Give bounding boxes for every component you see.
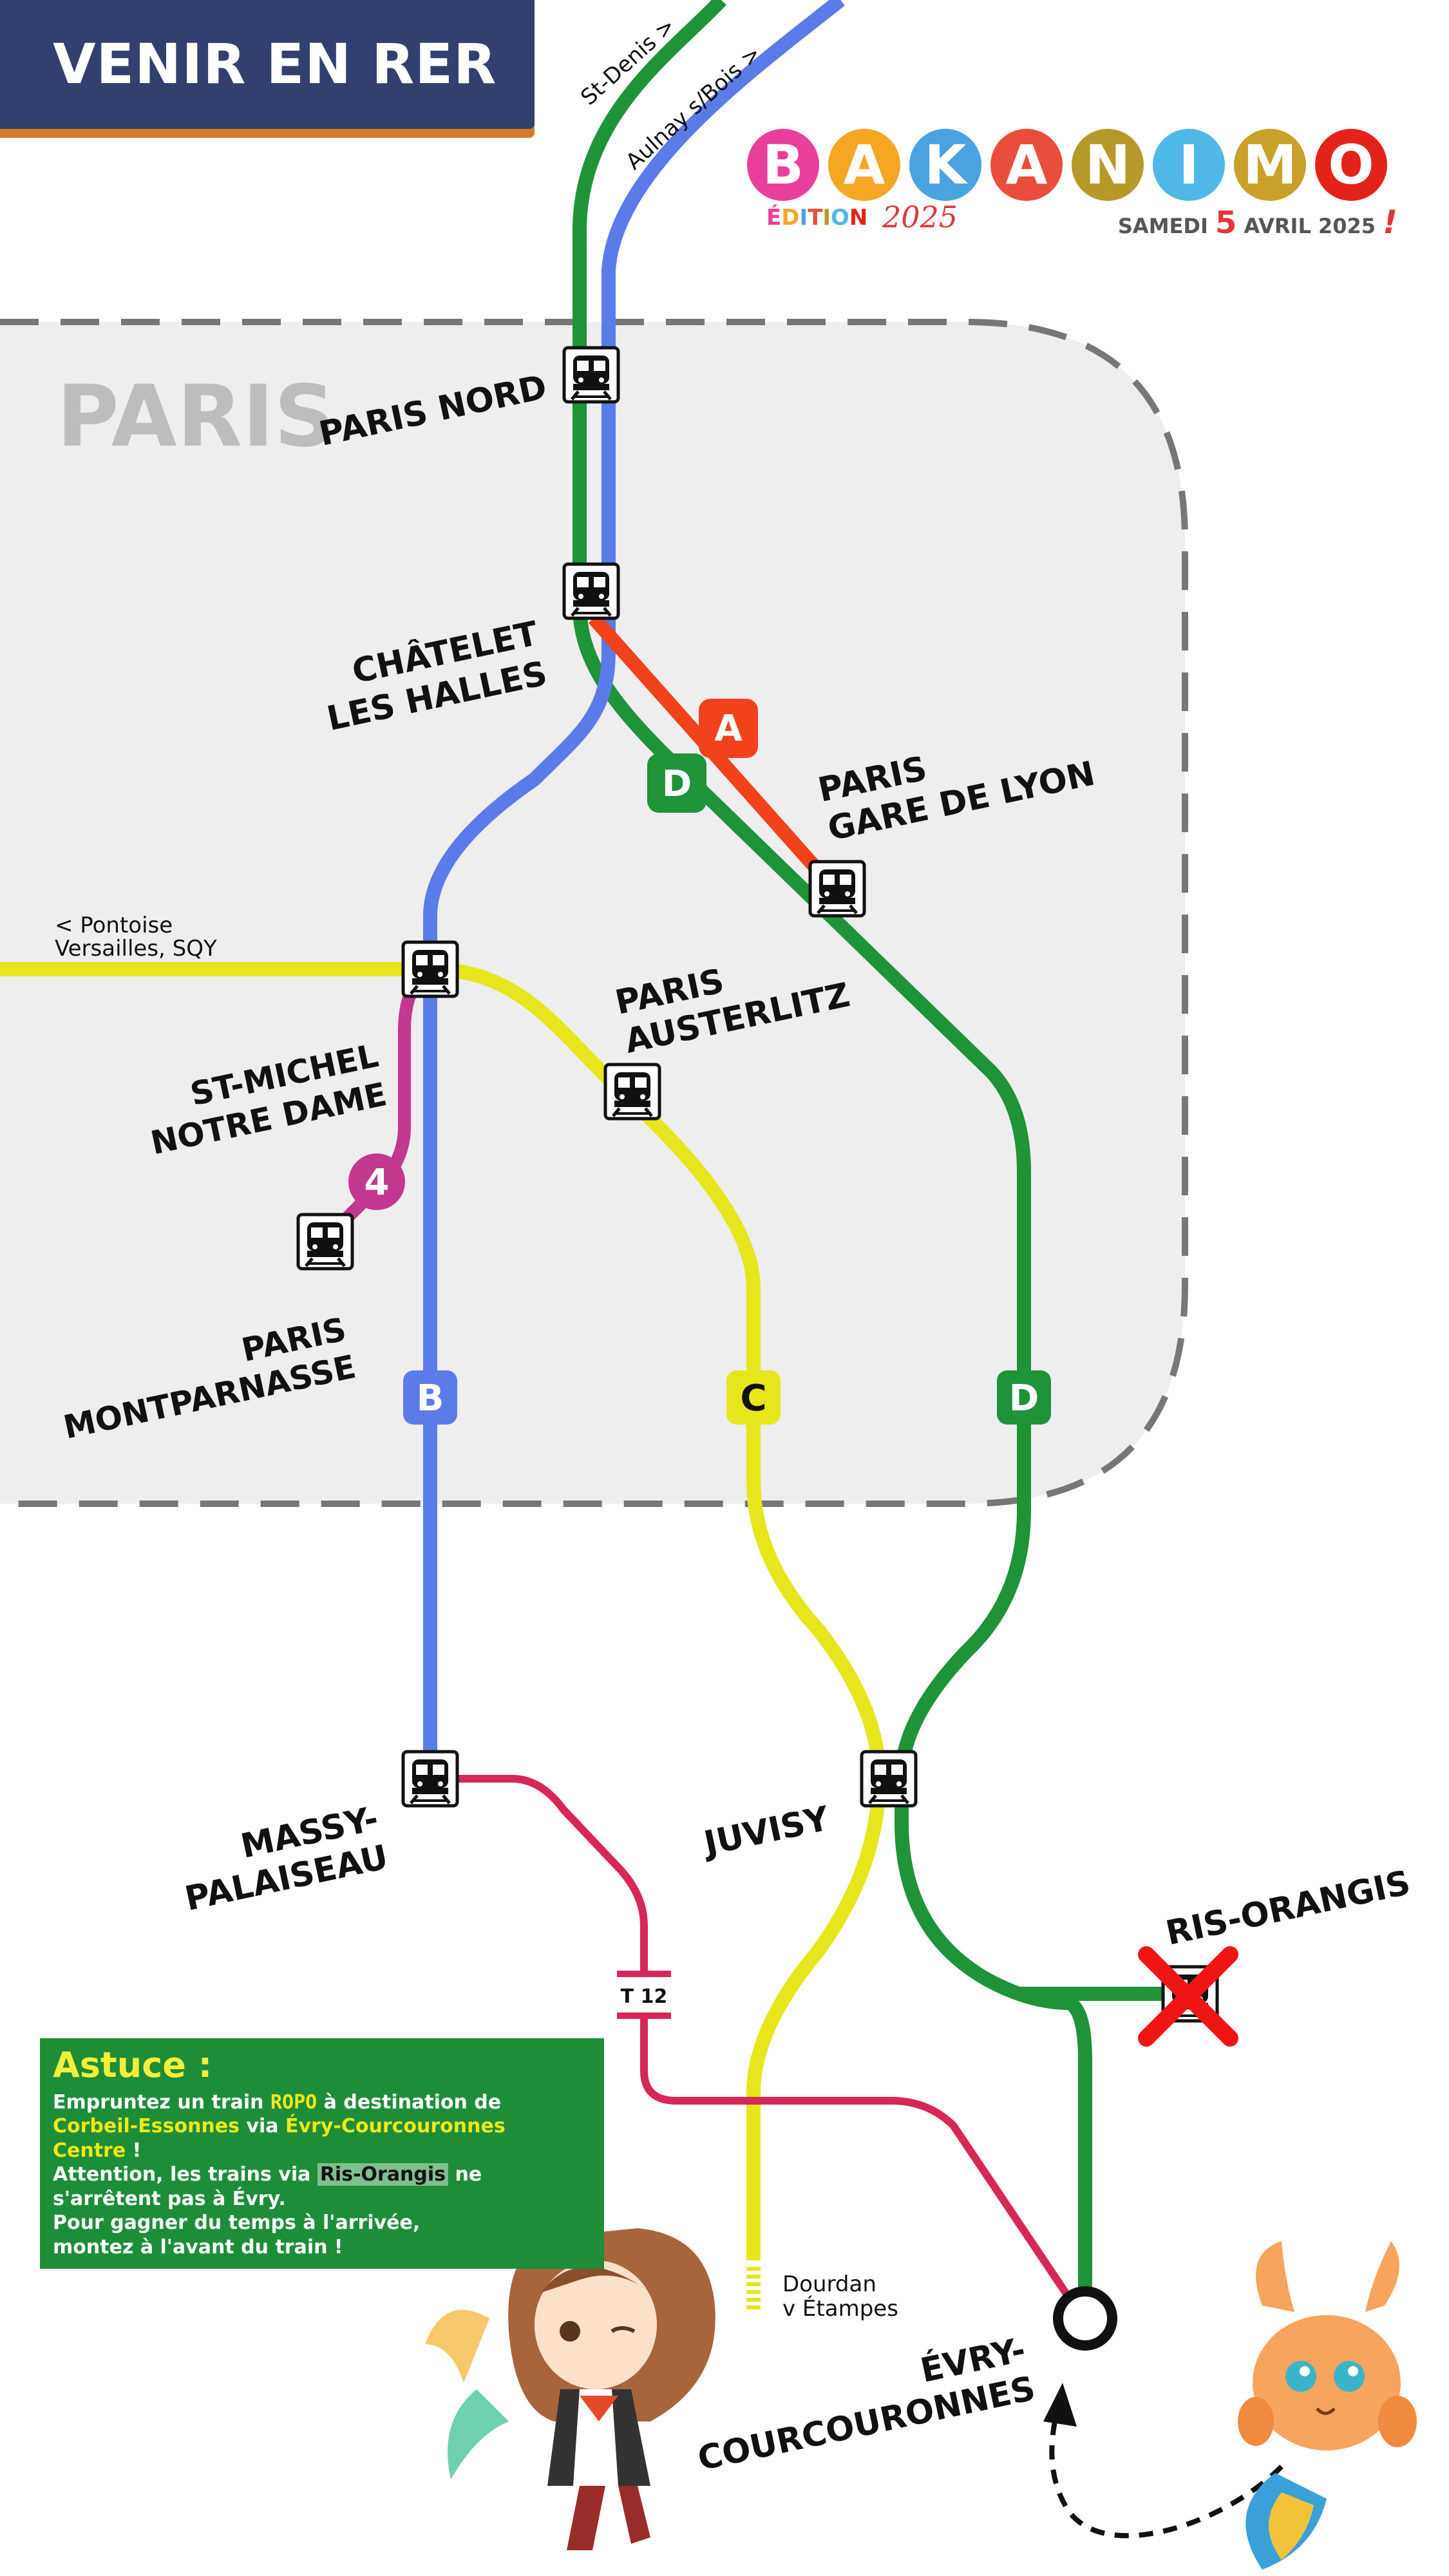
station-austerlitz-icon (605, 1065, 659, 1119)
logo-letter-b: B (747, 129, 819, 201)
edition-year: 2025 (882, 200, 958, 234)
branch-versailles: Versailles, SQY (55, 936, 217, 961)
station-massy-icon (403, 1752, 457, 1806)
branch-pontoise: < Pontoise (55, 913, 173, 938)
logo-letter-a2: A (990, 129, 1063, 201)
edition-label: ÉDITION (766, 205, 868, 231)
event-date: SAMEDI 5 AVRIL 2025 ! (1118, 204, 1397, 241)
station-st-michel-icon (403, 942, 457, 996)
tip-box: Astuce : Empruntez un train ROPO à desti… (40, 2038, 604, 2269)
svg-text:B: B (417, 1378, 444, 1419)
date-number: 5 (1215, 205, 1237, 241)
rer-b-badge: B (403, 1370, 457, 1425)
rer-a-badge: A (699, 699, 758, 758)
mascot-creature-illustration (1238, 2241, 1417, 2570)
station-montparnasse-icon (298, 1215, 352, 1269)
logo-letter-m: M (1234, 129, 1306, 201)
header-banner: VENIR EN RER (0, 0, 535, 129)
branch-dourdan: Dourdan (782, 2271, 876, 2297)
rer-d-badge: D (997, 1370, 1051, 1425)
label-juvisy: JUVISY (699, 1799, 833, 1864)
mascot-girl-illustration (425, 2228, 715, 2550)
station-evry-icon (1053, 2286, 1117, 2351)
tip-body: Empruntez un train ROPO à destination de… (53, 2090, 506, 2259)
svg-text:4: 4 (365, 1162, 390, 1204)
metro-4-badge: 4 (348, 1153, 405, 1210)
tip-ropo: ROPO (270, 2090, 317, 2114)
zone-label: PARIS (57, 367, 336, 466)
station-gare-de-lyon-icon (810, 862, 864, 916)
walk-arrow-icon (1043, 2383, 1283, 2539)
label-ris-orangis: RIS-ORANGIS (1162, 1864, 1414, 1953)
logo-letter-k: K (909, 129, 981, 201)
rer-d-line (573, 0, 1092, 2306)
logo-letter-o: O (1315, 129, 1387, 201)
ris-orangis-closed-icon (1138, 1946, 1238, 2047)
svg-text:D: D (662, 763, 692, 805)
station-paris-nord-icon (564, 348, 618, 402)
station-chatelet-icon (564, 564, 618, 618)
station-juvisy-icon (862, 1752, 916, 1806)
rer-d-badge-paris: D (647, 753, 706, 813)
branch-etampes: v Étampes (782, 2295, 898, 2322)
rer-c-badge: C (726, 1370, 781, 1425)
svg-text:D: D (1009, 1378, 1039, 1419)
paris-zone (0, 319, 1188, 1507)
date-suffix: AVRIL 2025 (1244, 214, 1376, 238)
tram-t12-badge: T 12 (617, 1971, 671, 2019)
svg-text:T 12: T 12 (621, 1985, 668, 2008)
rer-b-line (423, 0, 845, 1779)
svg-text:C: C (740, 1378, 766, 1419)
label-evry-2: COURCOURONNES (694, 2369, 1038, 2479)
tip-title: Astuce : (53, 2045, 213, 2085)
date-prefix: SAMEDI (1117, 214, 1208, 238)
page-title: VENIR EN RER (53, 32, 497, 97)
date-exclamation: ! (1383, 204, 1397, 241)
logo-letter-i: I (1153, 129, 1225, 201)
logo-letter-a: A (828, 129, 900, 201)
bakanim-logo: B A K A N I M O ÉDITION 2025 SAMEDI 5 AV… (747, 129, 1397, 251)
logo-letter-n: N (1072, 129, 1144, 201)
svg-text:A: A (714, 708, 743, 750)
